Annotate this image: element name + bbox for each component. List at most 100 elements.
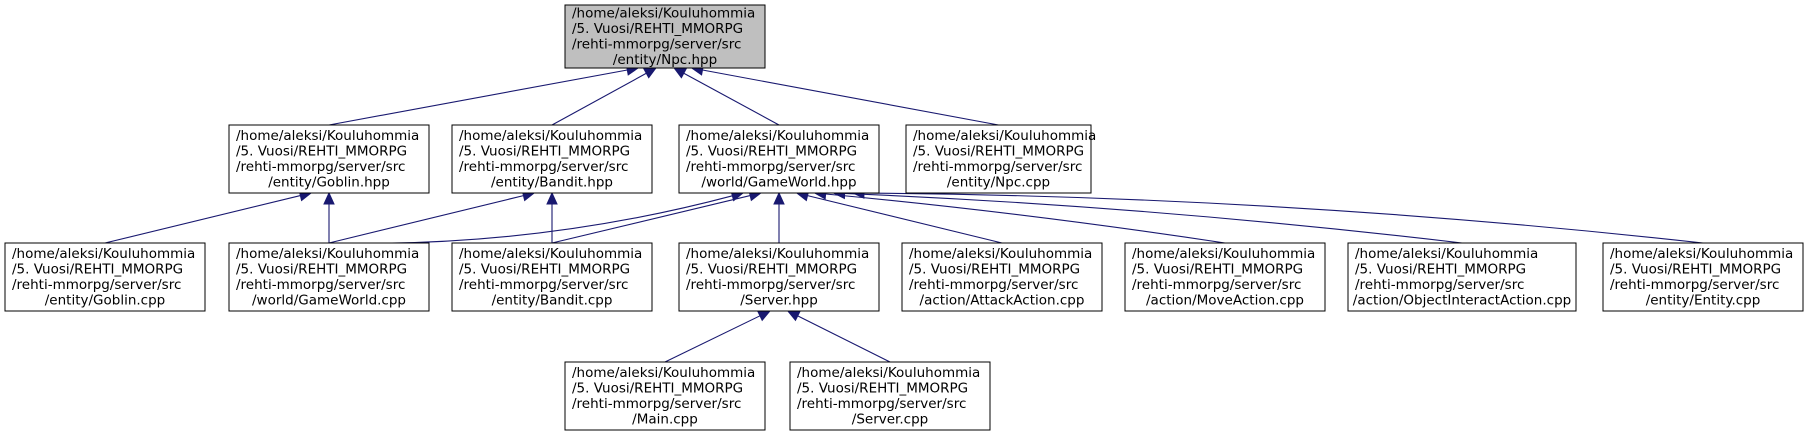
node-path-line: /rehti-mmorpg/server/src [236,277,405,293]
edge-entity_cpp-to-gameworld_hpp [851,187,1704,244]
node-path-line: /home/aleksi/Kouluhommia [797,365,980,381]
node-path-line: /5. Vuosi/REHTI_MMORPG [1610,262,1781,278]
node-box [678,124,880,194]
node-path-line: /rehti-mmorpg/server/src [236,159,405,175]
node-file-name: /entity/Bandit.hpp [491,175,613,191]
node-path-line: /5. Vuosi/REHTI_MMORPG [686,144,857,160]
arrowhead [773,191,785,205]
node-path-line: /home/aleksi/Kouluhommia [1132,246,1315,262]
node-path-line: /rehti-mmorpg/server/src [572,37,741,53]
edge-bandit_cpp-to-gameworld_hpp [551,190,763,244]
node-path-line: /5. Vuosi/REHTI_MMORPG [236,262,407,278]
edge-main_cpp-to-server_hpp [664,310,771,363]
edge-line [702,69,999,126]
edge-server_cpp-to-server_hpp [786,310,891,363]
node-gameworld-cpp[interactable]: /home/aleksi/Kouluhommia/5. Vuosi/REHTI_… [228,242,430,312]
arrowhead [643,67,658,79]
edge-gameworld_cpp-to-gameworld_hpp [328,190,745,244]
nodes-layer: /home/aleksi/Kouluhommia/5. Vuosi/REHTI_… [4,4,1804,431]
node-box [564,361,766,431]
node-path-line: /5. Vuosi/REHTI_MMORPG [459,262,630,278]
node-box [564,4,766,69]
edge-npc_cpp-to-npc_hpp [690,64,999,126]
node-server-cpp[interactable]: /home/aleksi/Kouluhommia/5. Vuosi/REHTI_… [789,361,991,431]
node-file-name: /Server.hpp [740,293,818,309]
edge-line [551,195,751,244]
node-path-line: /5. Vuosi/REHTI_MMORPG [1132,262,1303,278]
node-npc-hpp[interactable]: /home/aleksi/Kouluhommia/5. Vuosi/REHTI_… [564,4,766,69]
node-path-line: /home/aleksi/Kouluhommia [1355,246,1538,262]
node-path-line: /rehti-mmorpg/server/src [459,159,628,175]
node-path-line: /rehti-mmorpg/server/src [1132,277,1301,293]
node-file-name: /entity/Goblin.cpp [45,293,166,309]
node-path-line: /home/aleksi/Kouluhommia [686,128,869,144]
edge-moveaction_cpp-to-gameworld_hpp [813,188,1226,244]
edge-line [664,315,761,363]
node-path-line: /home/aleksi/Kouluhommia [459,128,642,144]
node-path-line: /home/aleksi/Kouluhommia [12,246,195,262]
node-box [228,242,430,312]
edge-gameworld_hpp-to-npc_hpp [673,67,780,126]
node-path-line: /5. Vuosi/REHTI_MMORPG [1355,262,1526,278]
node-file-name: /entity/Npc.hpp [613,52,717,68]
node-path-line: /rehti-mmorpg/server/src [12,277,181,293]
edge-line [328,69,628,126]
node-file-name: /entity/Entity.cpp [1646,293,1761,309]
node-path-line: /rehti-mmorpg/server/src [459,277,628,293]
edge-line [844,192,1463,244]
edge-bandit_hpp-to-npc_hpp [551,67,658,126]
edge-line [104,195,301,244]
node-goblin-hpp[interactable]: /home/aleksi/Kouluhommia/5. Vuosi/REHTI_… [228,124,430,194]
node-box [1347,242,1577,312]
node-file-name: /action/MoveAction.cpp [1146,293,1304,309]
node-box [789,361,991,431]
arrowhead [546,191,558,205]
node-path-line: /home/aleksi/Kouluhommia [909,246,1092,262]
node-npc-cpp[interactable]: /home/aleksi/Kouluhommia/5. Vuosi/REHTI_… [905,124,1096,194]
edge-line [797,315,891,363]
edge-server_hpp-to-gameworld_hpp [773,191,785,243]
node-entity-cpp[interactable]: /home/aleksi/Kouluhommia/5. Vuosi/REHTI_… [1602,242,1804,312]
arrowhead [757,310,771,322]
node-path-line: /5. Vuosi/REHTI_MMORPG [797,381,968,397]
node-attackaction-cpp[interactable]: /home/aleksi/Kouluhommia/5. Vuosi/REHTI_… [901,242,1103,312]
node-path-line: /5. Vuosi/REHTI_MMORPG [686,262,857,278]
node-path-line: /home/aleksi/Kouluhommia [686,246,869,262]
edge-line [807,195,1003,244]
node-bandit-hpp[interactable]: /home/aleksi/Kouluhommia/5. Vuosi/REHTI_… [451,124,653,194]
node-bandit-cpp[interactable]: /home/aleksi/Kouluhommia/5. Vuosi/REHTI_… [451,242,653,312]
node-file-name: /world/GameWorld.cpp [252,293,406,309]
arrowhead [323,191,335,205]
arrowhead [673,67,687,79]
node-path-line: /rehti-mmorpg/server/src [1610,277,1779,293]
edge-gameworld_cpp-to-bandit_hpp [328,190,536,244]
node-objectinteractaction-cpp[interactable]: /home/aleksi/Kouluhommia/5. Vuosi/REHTI_… [1347,242,1577,312]
node-box [1124,242,1326,312]
node-gameworld-hpp[interactable]: /home/aleksi/Kouluhommia/5. Vuosi/REHTI_… [678,124,880,194]
node-path-line: /rehti-mmorpg/server/src [572,396,741,412]
node-server-hpp[interactable]: /home/aleksi/Kouluhommia/5. Vuosi/REHTI_… [678,242,880,312]
node-path-line: /rehti-mmorpg/server/src [686,159,855,175]
node-path-line: /home/aleksi/Kouluhommia [1610,246,1793,262]
node-file-name: /entity/Bandit.cpp [492,293,613,309]
node-path-line: /home/aleksi/Kouluhommia [236,128,419,144]
node-goblin-cpp[interactable]: /home/aleksi/Kouluhommia/5. Vuosi/REHTI_… [4,242,206,312]
node-moveaction-cpp[interactable]: /home/aleksi/Kouluhommia/5. Vuosi/REHTI_… [1124,242,1326,312]
node-main-cpp[interactable]: /home/aleksi/Kouluhommia/5. Vuosi/REHTI_… [564,361,766,431]
edge-objectinteractaction_cpp-to-gameworld_hpp [832,187,1463,244]
node-box [1602,242,1804,312]
node-box [4,242,206,312]
node-path-line: /rehti-mmorpg/server/src [797,396,966,412]
node-file-name: /Main.cpp [632,412,698,428]
edge-line [328,195,733,244]
node-box [901,242,1103,312]
node-path-line: /home/aleksi/Kouluhommia [236,246,419,262]
node-path-line: /rehti-mmorpg/server/src [913,159,1082,175]
node-file-name: /entity/Goblin.hpp [268,175,390,191]
edge-attackaction_cpp-to-gameworld_hpp [795,190,1003,244]
node-path-line: /5. Vuosi/REHTI_MMORPG [572,21,743,37]
node-file-name: /entity/Npc.cpp [947,175,1050,191]
edge-line [683,72,780,126]
edge-line [863,192,1704,244]
